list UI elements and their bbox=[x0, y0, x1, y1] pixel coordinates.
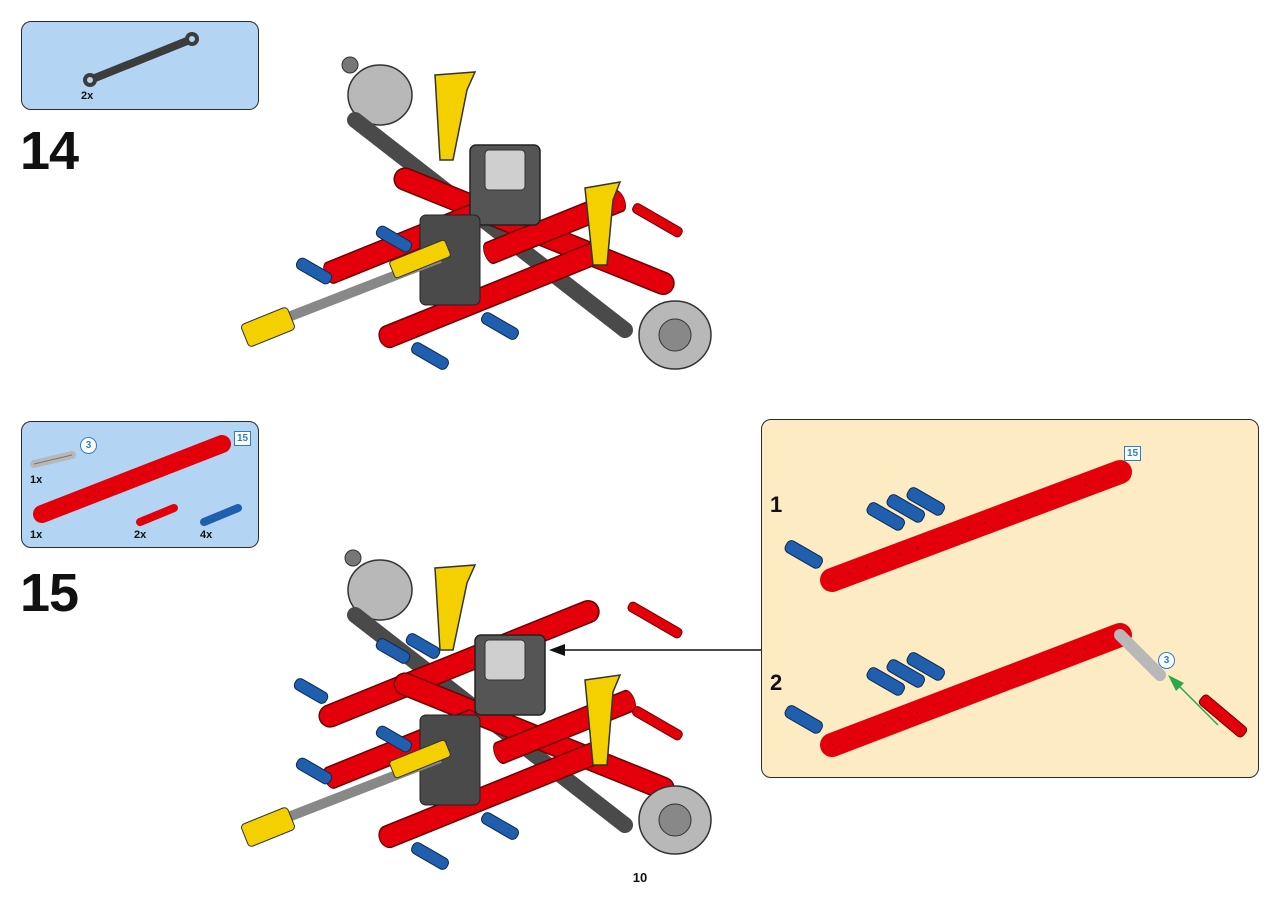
part-qty-link: 2x bbox=[81, 90, 94, 102]
blue-pin-part-icon bbox=[200, 504, 242, 526]
substep-2-illustration bbox=[784, 623, 1248, 757]
substep-number-1: 1 bbox=[770, 492, 783, 517]
part-qty-blue-pin: 4x bbox=[200, 529, 213, 541]
axle-length-callout: 3 bbox=[80, 437, 97, 454]
parts-box-step-14: 2x bbox=[21, 21, 259, 110]
substep-1-beam-length-callout: 15 bbox=[1124, 446, 1141, 461]
part-qty-axle: 1x bbox=[30, 474, 43, 486]
link-part-icon bbox=[83, 32, 199, 87]
beam-part-icon bbox=[33, 435, 231, 523]
part-qty-red-pin: 2x bbox=[134, 529, 147, 541]
model-illustration-step-15 bbox=[241, 549, 712, 870]
page-number: 10 bbox=[632, 870, 648, 885]
model-illustration-step-14 bbox=[241, 56, 712, 370]
parts-box-step-15: 3 1x 15 1x 2x 4x bbox=[21, 421, 259, 548]
axle-part-icon bbox=[30, 451, 76, 468]
attach-arrow bbox=[549, 644, 761, 656]
substep-1-illustration bbox=[784, 460, 1132, 592]
beam-length-callout: 15 bbox=[234, 431, 251, 446]
step-number-15: 15 bbox=[20, 563, 79, 623]
red-pin-part-icon bbox=[136, 504, 178, 526]
part-qty-beam: 1x bbox=[30, 529, 43, 541]
substep-number-2: 2 bbox=[770, 670, 783, 695]
step-number-14: 14 bbox=[20, 121, 79, 181]
substep-2-axle-length-callout: 3 bbox=[1158, 652, 1175, 669]
subassembly-panel: 1 15 2 3 bbox=[761, 419, 1259, 778]
